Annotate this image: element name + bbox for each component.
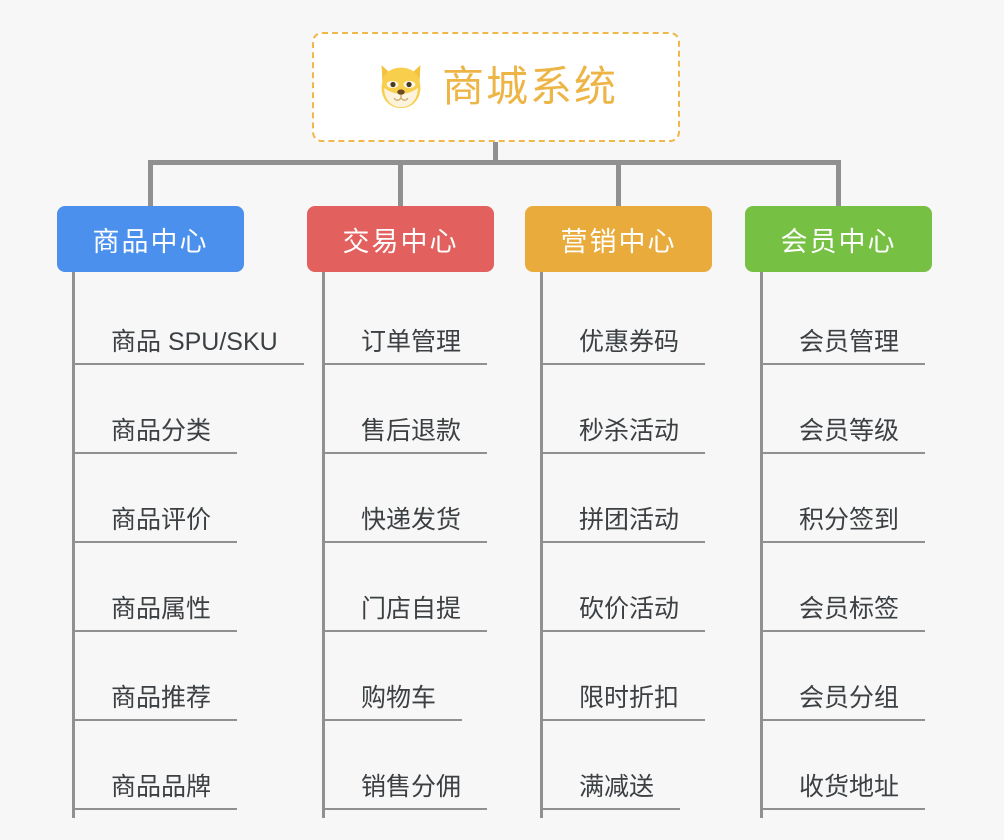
leaf-item[interactable]: 售后退款 xyxy=(325,373,494,462)
leaf-label: 购物车 xyxy=(325,684,463,721)
leaf-item[interactable]: 门店自提 xyxy=(325,551,494,640)
leaf-item[interactable]: 会员等级 xyxy=(763,373,932,462)
leaf-label: 商品 SPU/SKU xyxy=(75,328,304,365)
leaf-item[interactable]: 会员管理 xyxy=(763,284,932,373)
root-title: 商城系统 xyxy=(441,63,618,110)
leaf-label: 会员等级 xyxy=(763,417,926,454)
leaf-item[interactable]: 购物车 xyxy=(325,640,494,729)
leaf-item[interactable]: 积分签到 xyxy=(763,462,932,551)
leaf-list-2: 订单管理 售后退款 快递发货 门店自提 购物车 销售分佣 xyxy=(322,272,494,818)
leaf-label: 销售分佣 xyxy=(325,773,488,810)
branch-column-4: 会员中心 会员管理 会员等级 积分签到 会员标签 会员分组 收货地址 xyxy=(745,206,932,818)
leaf-list-3: 优惠券码 秒杀活动 拼团活动 砍价活动 限时折扣 满减送 xyxy=(540,272,712,818)
leaf-label: 商品品牌 xyxy=(75,773,238,810)
leaf-item[interactable]: 秒杀活动 xyxy=(543,373,712,462)
leaf-label: 拼团活动 xyxy=(543,506,706,543)
leaf-label: 收货地址 xyxy=(763,773,926,810)
leaf-label: 优惠券码 xyxy=(543,328,706,365)
leaf-label: 快递发货 xyxy=(325,506,488,543)
leaf-item[interactable]: 会员标签 xyxy=(763,551,932,640)
branch-column-3: 营销中心 优惠券码 秒杀活动 拼团活动 砍价活动 限时折扣 满减送 xyxy=(525,206,712,818)
leaf-label: 商品属性 xyxy=(75,595,238,632)
connector-horizontal-bus xyxy=(148,160,840,165)
leaf-item[interactable]: 满减送 xyxy=(543,729,712,818)
leaf-label: 满减送 xyxy=(543,773,681,810)
branch-header-3[interactable]: 营销中心 xyxy=(525,206,712,272)
leaf-label: 门店自提 xyxy=(325,595,488,632)
leaf-item[interactable]: 商品品牌 xyxy=(75,729,244,818)
shiba-dog-icon xyxy=(381,65,421,109)
leaf-item[interactable]: 订单管理 xyxy=(325,284,494,373)
connector-root-stem xyxy=(493,142,498,164)
connector-drop-4 xyxy=(836,160,841,208)
branch-header-2[interactable]: 交易中心 xyxy=(307,206,494,272)
leaf-label: 会员管理 xyxy=(763,328,926,365)
branch-header-4[interactable]: 会员中心 xyxy=(745,206,932,272)
connector-drop-3 xyxy=(616,160,621,208)
leaf-label: 积分签到 xyxy=(763,506,926,543)
leaf-item[interactable]: 砍价活动 xyxy=(543,551,712,640)
leaf-item[interactable]: 优惠券码 xyxy=(543,284,712,373)
leaf-item[interactable]: 商品分类 xyxy=(75,373,244,462)
branch-column-1: 商品中心 商品 SPU/SKU 商品分类 商品评价 商品属性 商品推荐 商品品牌 xyxy=(57,206,304,818)
leaf-label: 订单管理 xyxy=(325,328,488,365)
branch-column-2: 交易中心 订单管理 售后退款 快递发货 门店自提 购物车 销售分佣 xyxy=(307,206,494,818)
connector-drop-1 xyxy=(148,160,153,208)
leaf-item[interactable]: 拼团活动 xyxy=(543,462,712,551)
leaf-label: 商品评价 xyxy=(75,506,238,543)
leaf-label: 砍价活动 xyxy=(543,595,706,632)
leaf-item[interactable]: 商品 SPU/SKU xyxy=(75,284,304,373)
leaf-list-4: 会员管理 会员等级 积分签到 会员标签 会员分组 收货地址 xyxy=(760,272,932,818)
connector-drop-2 xyxy=(398,160,403,208)
leaf-item[interactable]: 商品推荐 xyxy=(75,640,244,729)
leaf-item[interactable]: 收货地址 xyxy=(763,729,932,818)
leaf-item[interactable]: 商品属性 xyxy=(75,551,244,640)
branch-header-1[interactable]: 商品中心 xyxy=(57,206,244,272)
leaf-label: 商品分类 xyxy=(75,417,238,454)
leaf-item[interactable]: 会员分组 xyxy=(763,640,932,729)
root-node[interactable]: 商城系统 xyxy=(312,32,680,142)
leaf-item[interactable]: 限时折扣 xyxy=(543,640,712,729)
leaf-label: 会员标签 xyxy=(763,595,926,632)
leaf-list-1: 商品 SPU/SKU 商品分类 商品评价 商品属性 商品推荐 商品品牌 xyxy=(72,272,304,818)
leaf-label: 售后退款 xyxy=(325,417,488,454)
leaf-item[interactable]: 快递发货 xyxy=(325,462,494,551)
leaf-label: 商品推荐 xyxy=(75,684,238,721)
leaf-item[interactable]: 销售分佣 xyxy=(325,729,494,818)
leaf-item[interactable]: 商品评价 xyxy=(75,462,244,551)
leaf-label: 限时折扣 xyxy=(543,684,706,721)
leaf-label: 秒杀活动 xyxy=(543,417,706,454)
leaf-label: 会员分组 xyxy=(763,684,926,721)
